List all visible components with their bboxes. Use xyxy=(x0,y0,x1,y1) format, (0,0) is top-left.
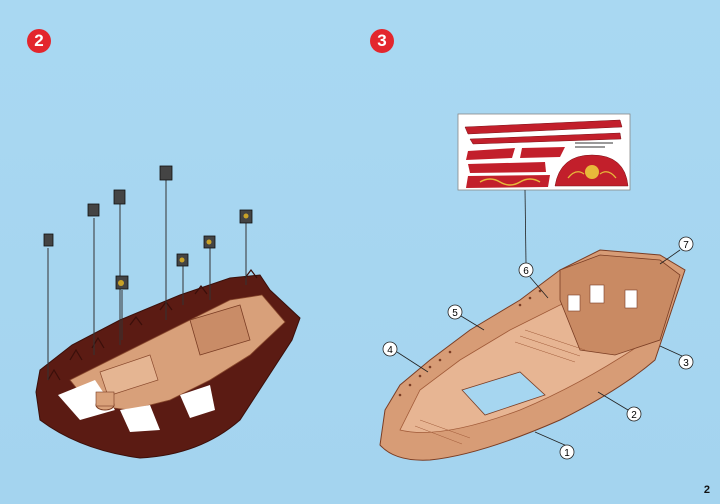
callout-1: 1 xyxy=(559,444,575,460)
step-number-3: 3 xyxy=(370,29,394,53)
flag-icon xyxy=(113,189,126,205)
flag-icon xyxy=(87,203,100,217)
callout-4: 4 xyxy=(382,341,398,357)
callout-6: 6 xyxy=(518,262,534,278)
flag-icon xyxy=(159,165,173,181)
callout-3: 3 xyxy=(678,354,694,370)
flags xyxy=(43,165,253,290)
flag-icon xyxy=(43,233,54,247)
svg-text:7: 7 xyxy=(683,240,689,251)
svg-text:6: 6 xyxy=(523,266,529,277)
bare-hull xyxy=(379,249,686,461)
step-number-2: 2 xyxy=(27,29,51,53)
callout-7: 7 xyxy=(678,236,694,252)
page-number: 2 xyxy=(703,484,710,496)
flag-poles xyxy=(47,178,247,380)
svg-text:3: 3 xyxy=(683,358,689,369)
callout-2: 2 xyxy=(626,406,642,422)
assembled-ship-hull xyxy=(35,269,301,459)
sticker-sheet xyxy=(457,113,631,191)
svg-text:5: 5 xyxy=(452,308,458,319)
svg-text:2: 2 xyxy=(631,410,637,421)
callout-leaders xyxy=(396,189,683,447)
callout-5: 5 xyxy=(447,304,463,320)
svg-text:1: 1 xyxy=(564,448,570,459)
svg-text:4: 4 xyxy=(387,345,393,356)
callouts: 1 2 3 4 5 6 7 xyxy=(382,236,694,460)
